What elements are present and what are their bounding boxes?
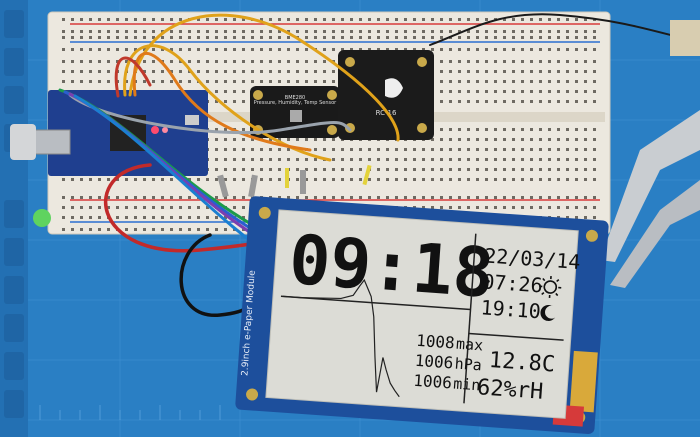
moon-icon [540,304,559,321]
pressure-min-value: 1006 [413,371,453,393]
rtc-module: RC-16 [338,50,434,140]
pressure-unit-label: hPa [454,355,482,375]
sun-icon [539,275,562,299]
components [33,164,372,227]
pressure-max-value: 1008 [416,331,456,353]
epaper-sunrise: 07:26 [482,269,544,297]
epaper-module: 2.9inch e-Paper Module 09:18 22/03/14 07… [235,196,609,435]
epaper-screen [265,209,579,419]
pressure-graph [282,278,400,398]
sensor-board-label: Pressure, Humidity, Temp Sensor [254,100,337,106]
sensor-header-label: BME280 [285,95,305,101]
pressure-max-label: max [455,335,483,355]
pressure-current-value: 1006 [414,351,454,373]
temperature-value: 12.8C [488,348,556,378]
humidity-value: 62%rH [476,375,544,405]
pressure-min-label: min [453,375,481,395]
sensor-board: Pressure, Humidity, Temp Sensor BME280 [250,86,340,138]
epaper-sunset: 19:10 [480,295,542,323]
tweezers [600,20,700,288]
epaper-time: 09:18 [287,221,497,314]
